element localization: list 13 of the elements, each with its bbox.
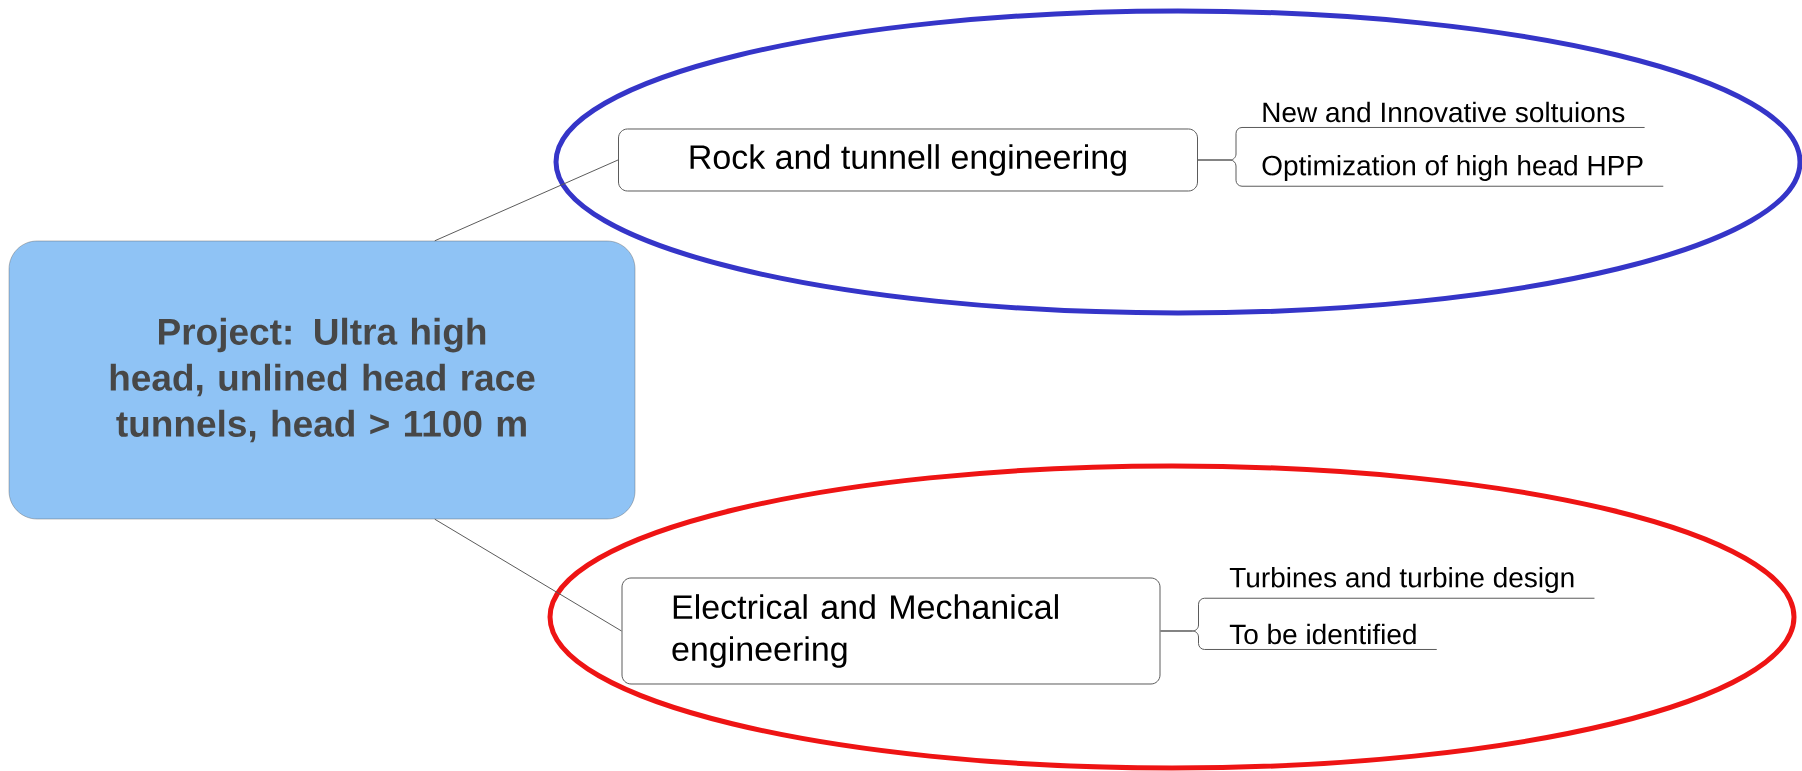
branch-box: Rock and tunnell engineering <box>618 128 1198 192</box>
leaf-topic: Turbines and turbine design <box>1223 566 1595 599</box>
connector-line <box>1160 630 1225 650</box>
group-ellipse <box>553 8 1802 316</box>
leaf-topic: New and Innovative soltuions <box>1255 101 1646 128</box>
group-ellipse <box>547 463 1797 771</box>
connector-line <box>434 518 622 632</box>
connector-line <box>434 159 619 242</box>
leaf-topic: To be identified <box>1223 623 1438 650</box>
branch-box: Electrical and Mechanical engineering <box>621 577 1161 685</box>
connector-line <box>1197 159 1257 187</box>
topic-box: Project: Ultra high head, unlined head race tunnels, head > 1100 m <box>8 240 636 520</box>
leaf-topic: Optimization of high head HPP <box>1255 154 1664 187</box>
